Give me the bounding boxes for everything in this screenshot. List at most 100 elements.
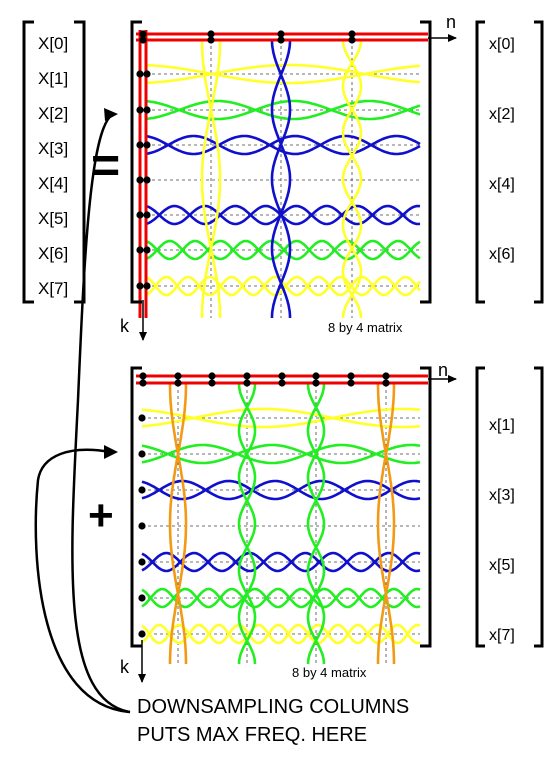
bottom-bracket-right bbox=[420, 366, 432, 648]
output-label-5: X[5] bbox=[38, 209, 68, 228]
bottom-dot-top-b-7 bbox=[382, 379, 390, 387]
output-bracket-right bbox=[74, 20, 86, 304]
bottom-dot-top-a-1 bbox=[174, 372, 182, 380]
bottom-input-label-0: x[1] bbox=[489, 417, 515, 434]
top-dot-left-6-0 bbox=[136, 282, 144, 290]
top-col-wave-0-a bbox=[200, 40, 222, 318]
bottom-dot-top-a-4 bbox=[278, 372, 286, 380]
top-col-wave-0-b bbox=[200, 40, 222, 318]
bottom-dot-top-b-1 bbox=[174, 379, 182, 387]
bottom-row-wave-6-a bbox=[141, 587, 421, 609]
top-dot-left-5-1 bbox=[143, 246, 151, 254]
top-dot-top-b-0 bbox=[139, 36, 147, 44]
bottom-row-wave-3-b bbox=[141, 479, 421, 501]
top-col-wave-2-b bbox=[341, 39, 363, 319]
plus-sign: + bbox=[88, 491, 114, 540]
bottom-col-wave-0-a bbox=[168, 384, 188, 664]
pointer-to-top-row-2 bbox=[71, 113, 131, 714]
bottom-bracket-left bbox=[130, 366, 142, 648]
top-input-label-1: x[2] bbox=[489, 106, 515, 123]
top-dot-top-a-3 bbox=[348, 30, 356, 38]
top-input-bracket-left bbox=[475, 20, 485, 304]
top-input-bracket-right bbox=[534, 20, 544, 304]
top-matrix: n k 8 by 4 matrix bbox=[120, 12, 457, 341]
top-row-waves bbox=[145, 63, 421, 297]
bottom-dot-top-a-6 bbox=[347, 372, 355, 380]
top-dot-top-b-1 bbox=[207, 36, 215, 44]
bottom-row-wave-3-a bbox=[141, 479, 421, 501]
bottom-row-wave-5-a bbox=[141, 551, 421, 573]
top-dot-left-5-0 bbox=[136, 246, 144, 254]
bottom-dot-top-b-5 bbox=[312, 379, 320, 387]
bottom-row-wave-1-b bbox=[141, 407, 421, 429]
bottom-col-wave-0-b bbox=[168, 384, 188, 664]
bottom-col-wave-1-a bbox=[237, 383, 257, 665]
top-dot-left-2-1 bbox=[143, 141, 151, 149]
top-row-wave-6-a bbox=[145, 239, 421, 261]
top-row-wave-6-b bbox=[145, 239, 421, 261]
annotation-pointers bbox=[34, 108, 131, 714]
bottom-matrix-caption: 8 by 4 matrix bbox=[292, 665, 367, 680]
bottom-col-wave-3-a bbox=[376, 384, 396, 664]
output-label-0: X[0] bbox=[38, 34, 68, 53]
bottom-grid bbox=[142, 384, 420, 664]
bottom-input-label-2: x[5] bbox=[489, 557, 515, 574]
bottom-row-wave-1-a bbox=[141, 407, 421, 429]
top-dot-left-0-1 bbox=[143, 70, 151, 78]
top-dot-left-6-1 bbox=[143, 282, 151, 290]
top-dot-left-2-0 bbox=[136, 141, 144, 149]
annotation-line-2: PUTS MAX FREQ. HERE bbox=[137, 724, 367, 746]
output-label-2: X[2] bbox=[38, 104, 68, 123]
bottom-col-wave-3-b bbox=[376, 384, 396, 664]
top-col-wave-1-a bbox=[270, 40, 292, 318]
bottom-dot-left-3-0 bbox=[138, 522, 146, 530]
bottom-dot-left-2-0 bbox=[138, 486, 146, 494]
top-input-label-3: x[6] bbox=[489, 246, 515, 263]
top-input-vector: x[0] x[2] x[4] x[6] bbox=[475, 20, 544, 304]
bottom-dot-top-a-2 bbox=[208, 372, 216, 380]
top-bracket-right bbox=[420, 20, 432, 304]
top-row-wave-2-a bbox=[145, 99, 421, 121]
bottom-column-waves bbox=[168, 383, 396, 665]
top-dot-left-4-0 bbox=[136, 211, 144, 219]
bottom-dot-top-b-2 bbox=[208, 379, 216, 387]
bottom-dot-top-b-4 bbox=[278, 379, 286, 387]
bottom-row-wave-2-a bbox=[141, 443, 421, 465]
top-n-axis-label: n bbox=[446, 12, 456, 32]
top-dot-left-3-1 bbox=[143, 176, 151, 184]
top-row-wave-4-a bbox=[146, 171, 420, 189]
output-label-6: X[6] bbox=[38, 244, 68, 263]
top-column-waves bbox=[200, 39, 363, 319]
bottom-row-waves bbox=[141, 407, 421, 645]
top-k-axis-label: k bbox=[120, 316, 130, 336]
top-dot-top-a-2 bbox=[277, 30, 285, 38]
output-label-3: X[3] bbox=[38, 139, 68, 158]
bottom-dot-top-b-6 bbox=[347, 379, 355, 387]
bottom-row-wave-6-b bbox=[141, 587, 421, 609]
top-dot-left-4-1 bbox=[143, 211, 151, 219]
bottom-n-axis-label: n bbox=[438, 360, 448, 380]
output-label-7: X[7] bbox=[38, 279, 68, 298]
top-row-wave-5-a bbox=[145, 204, 421, 226]
bottom-dot-top-b-3 bbox=[243, 379, 251, 387]
top-dot-top-b-3 bbox=[348, 36, 356, 44]
top-dot-top-b-2 bbox=[277, 36, 285, 44]
top-dot-top-a-0 bbox=[139, 30, 147, 38]
bottom-dot-left-4-0 bbox=[138, 558, 146, 566]
bottom-input-bracket-left bbox=[475, 366, 485, 648]
bottom-input-vector: x[1] x[3] x[5] x[7] bbox=[475, 366, 544, 648]
bottom-dot-top-a-5 bbox=[312, 372, 320, 380]
top-row-wave-7-b bbox=[145, 275, 421, 297]
top-dot-top-a-1 bbox=[207, 30, 215, 38]
top-matrix-caption: 8 by 4 matrix bbox=[328, 320, 403, 335]
bottom-input-bracket-right bbox=[534, 366, 544, 648]
bottom-col-wave-2-a bbox=[306, 383, 326, 665]
bottom-dot-top-a-7 bbox=[382, 372, 390, 380]
top-sample-dots bbox=[136, 30, 356, 290]
bottom-dot-left-1-0 bbox=[138, 450, 146, 458]
top-bracket-left bbox=[130, 20, 142, 304]
output-label-4: X[4] bbox=[38, 174, 68, 193]
top-col-wave-1-b bbox=[270, 40, 292, 318]
output-bracket-left bbox=[22, 20, 34, 304]
